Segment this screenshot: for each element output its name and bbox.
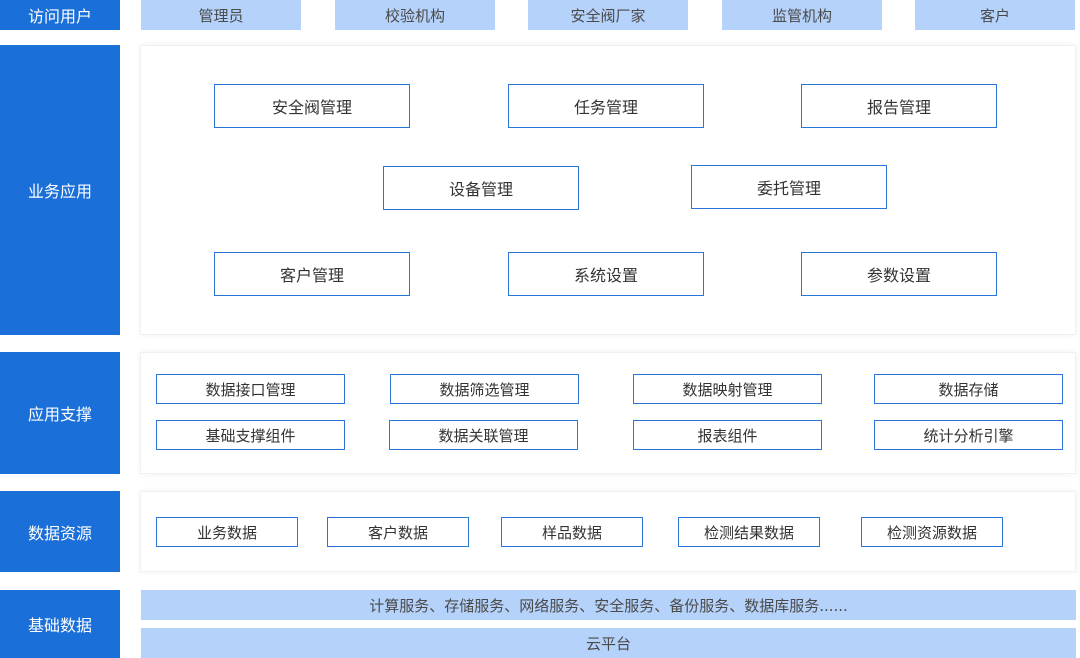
support-data-filter-management: 数据筛选管理 <box>390 374 579 404</box>
support-base-components: 基础支撑组件 <box>156 420 345 450</box>
layer-label-data: 数据资源 <box>0 491 120 572</box>
user-tag-valve-manufacturer: 安全阀厂家 <box>528 0 688 30</box>
data-test-results: 检测结果数据 <box>678 517 820 547</box>
support-data-association-management: 数据关联管理 <box>389 420 578 450</box>
user-tag-admin: 管理员 <box>141 0 301 30</box>
support-report-components: 报表组件 <box>633 420 822 450</box>
module-parameter-settings: 参数设置 <box>801 252 997 296</box>
module-task-management: 任务管理 <box>508 84 704 128</box>
module-safety-valve-management: 安全阀管理 <box>214 84 410 128</box>
user-tag-customer: 客户 <box>915 0 1075 30</box>
layer-label-business: 业务应用 <box>0 45 120 335</box>
module-system-settings: 系统设置 <box>508 252 704 296</box>
layer-label-support: 应用支撑 <box>0 352 120 474</box>
user-tag-inspection-agency: 校验机构 <box>335 0 495 30</box>
support-data-interface-management: 数据接口管理 <box>156 374 345 404</box>
support-data-storage: 数据存储 <box>874 374 1063 404</box>
data-sample: 样品数据 <box>501 517 643 547</box>
data-test-resources: 检测资源数据 <box>861 517 1003 547</box>
support-panel <box>140 352 1076 474</box>
infra-cloud-platform-bar: 云平台 <box>141 628 1076 658</box>
support-data-mapping-management: 数据映射管理 <box>633 374 822 404</box>
user-tag-regulator: 监管机构 <box>722 0 882 30</box>
module-report-management: 报告管理 <box>801 84 997 128</box>
infra-services-bar: 计算服务、存储服务、网络服务、安全服务、备份服务、数据库服务...... <box>141 590 1076 620</box>
module-customer-management: 客户管理 <box>214 252 410 296</box>
support-statistics-engine: 统计分析引擎 <box>874 420 1063 450</box>
layer-label-infra: 基础数据 <box>0 590 120 658</box>
data-business: 业务数据 <box>156 517 298 547</box>
layer-label-users: 访问用户 <box>0 0 120 30</box>
data-customer: 客户数据 <box>327 517 469 547</box>
module-commission-management: 委托管理 <box>691 165 887 209</box>
module-equipment-management: 设备管理 <box>383 166 579 210</box>
